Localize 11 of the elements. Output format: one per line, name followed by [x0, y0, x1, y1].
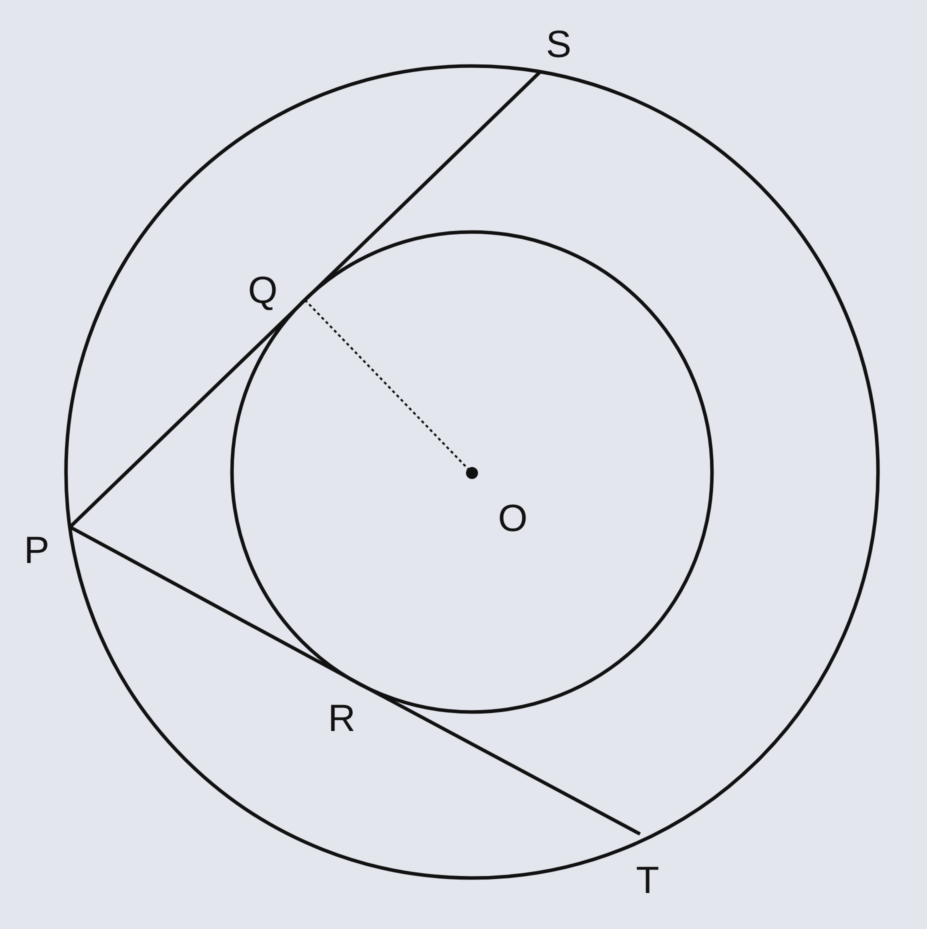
line	[68, 298, 306, 528]
point-label: P	[24, 532, 50, 570]
line	[304, 70, 542, 302]
point-label: T	[636, 862, 660, 900]
point-label: R	[328, 700, 356, 738]
point-label: S	[546, 26, 572, 64]
point-label: O	[498, 500, 528, 538]
point-label: Q	[248, 272, 278, 310]
dashed-line	[304, 299, 478, 479]
line	[69, 525, 359, 685]
line	[357, 681, 641, 836]
